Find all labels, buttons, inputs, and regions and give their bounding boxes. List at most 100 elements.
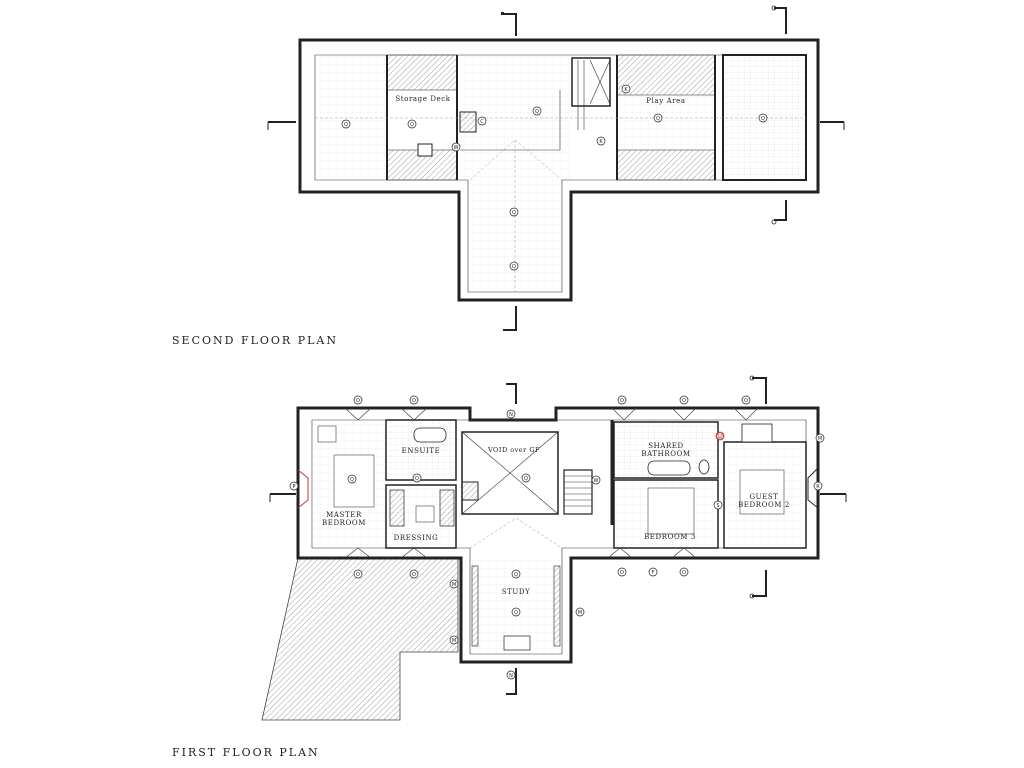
svg-text:K: K <box>624 87 628 93</box>
svg-text:W: W <box>594 478 599 484</box>
svg-text:Q: Q <box>512 210 516 216</box>
stair-cross-2 <box>589 59 611 105</box>
ff-section-marker-bottom-right <box>749 570 767 599</box>
ensuite-bath <box>413 427 447 443</box>
svg-text:M: M <box>452 582 456 588</box>
ff-tag-o-3: O <box>617 395 627 405</box>
svg-text:C: C <box>480 119 484 125</box>
study-shelf-right <box>553 565 561 647</box>
bed-3 <box>647 487 695 535</box>
dressing-table <box>415 505 435 523</box>
svg-text:P: P <box>292 484 295 490</box>
tag-q-5: Q <box>758 113 768 123</box>
wardrobe-right <box>439 489 455 527</box>
section-marker-right <box>820 121 845 130</box>
second-floor-plan-title: SECOND FLOOR PLAN <box>172 334 338 347</box>
svg-text:Q: Q <box>512 264 516 270</box>
section-marker-bottom <box>503 306 517 331</box>
play-area-hatch-bottom <box>616 149 716 181</box>
second-floor-outer-wall <box>298 38 820 302</box>
ff-section-marker-left <box>269 493 296 502</box>
void-label: VOID over GF <box>487 446 540 454</box>
ff-tag-p: P <box>289 481 299 491</box>
svg-text:Q: Q <box>350 477 354 483</box>
svg-text:M: M <box>578 610 582 616</box>
ff-tag-u: U <box>716 432 724 440</box>
shared-bathroom-label-1: SHARED <box>648 442 684 450</box>
ff-tag-q-2: Q <box>412 473 422 483</box>
svg-text:Q: Q <box>344 122 348 128</box>
dormer-windows-bottom <box>344 547 697 559</box>
guest-stair <box>741 423 773 443</box>
tag-w: W <box>451 142 461 152</box>
ff-tag-o-9: O <box>679 567 689 577</box>
ff-section-marker-bottom <box>506 668 517 695</box>
ff-section-marker-right <box>820 493 847 502</box>
ff-tag-m-4: M <box>575 607 585 617</box>
guest-bed <box>739 469 785 515</box>
storage-deck-hatch-top <box>386 54 458 91</box>
first-floor-plan-title: FIRST FLOOR PLAN <box>172 746 320 759</box>
second-floor-plan: Storage Deck Play Area Q Q C W <box>172 5 845 347</box>
svg-text:O: O <box>744 398 748 404</box>
tag-q-7: Q <box>509 261 519 271</box>
svg-text:Q: Q <box>656 116 660 122</box>
svg-text:O: O <box>620 398 624 404</box>
svg-text:Q: Q <box>535 109 539 115</box>
ff-tag-r: R <box>813 481 823 491</box>
ff-tag-o-7: O <box>409 569 419 579</box>
ff-tag-n-bottom: N <box>506 670 516 680</box>
svg-text:Q: Q <box>410 122 414 128</box>
guest-bedroom-label-2: BEDROOM 2 <box>738 501 790 509</box>
svg-text:O: O <box>356 398 360 404</box>
stair-first-floor <box>563 469 593 515</box>
tag-q-4: Q <box>653 113 663 123</box>
svg-text:Q: Q <box>415 476 419 482</box>
ensuite-label: ENSUITE <box>402 447 441 455</box>
study-desk <box>503 635 531 651</box>
study-label: STUDY <box>502 588 531 596</box>
landing-floor <box>460 55 572 180</box>
ff-tag-w: W <box>591 475 601 485</box>
tag-k-2: K <box>596 136 606 146</box>
stair-treads <box>564 475 592 507</box>
ff-section-marker-top-right <box>749 375 767 404</box>
ff-tag-o-2: O <box>409 395 419 405</box>
section-marker-bottom-right <box>771 200 787 225</box>
ff-tag-s: S <box>713 500 723 510</box>
play-area-label: Play Area <box>646 97 685 105</box>
section-marker-left <box>267 121 296 130</box>
tag-k-1: K <box>621 84 631 94</box>
ff-tag-o-8: O <box>617 567 627 577</box>
tag-q-3: Q <box>532 106 542 116</box>
shared-bathroom-label-2: BATHROOM <box>641 450 690 458</box>
master-bedroom-label-2: BEDROOM <box>322 519 366 527</box>
terrace-hatched <box>261 557 459 721</box>
ff-tag-o-6: O <box>353 569 363 579</box>
storage-deck-label: Storage Deck <box>395 95 450 103</box>
svg-text:W: W <box>454 145 459 151</box>
ff-section-marker-top <box>506 383 517 404</box>
tag-q-6: Q <box>509 207 519 217</box>
ff-tag-m-3: M <box>449 635 459 645</box>
ff-tag-n-top: N <box>506 409 516 419</box>
tag-q-1: Q <box>341 119 351 129</box>
master-desk <box>317 425 337 443</box>
ff-tag-q-5: Q <box>511 607 521 617</box>
svg-text:K: K <box>599 139 603 145</box>
bay-window-right <box>807 467 819 509</box>
svg-text:M: M <box>452 638 456 644</box>
svg-text:O: O <box>682 398 686 404</box>
ff-tag-f: F <box>648 567 658 577</box>
stair-void <box>571 57 611 107</box>
chimney-first-floor <box>461 481 479 501</box>
section-marker-top-right <box>771 5 787 34</box>
play-area-hatch-top <box>616 54 716 96</box>
study-roof-line <box>469 517 563 549</box>
ff-tag-o-4: O <box>679 395 689 405</box>
ff-tag-o-5: O <box>741 395 751 405</box>
study-shelf-left <box>471 565 479 647</box>
svg-text:N: N <box>509 412 513 418</box>
shared-bath <box>647 460 691 476</box>
ff-tag-q-4: Q <box>511 569 521 579</box>
